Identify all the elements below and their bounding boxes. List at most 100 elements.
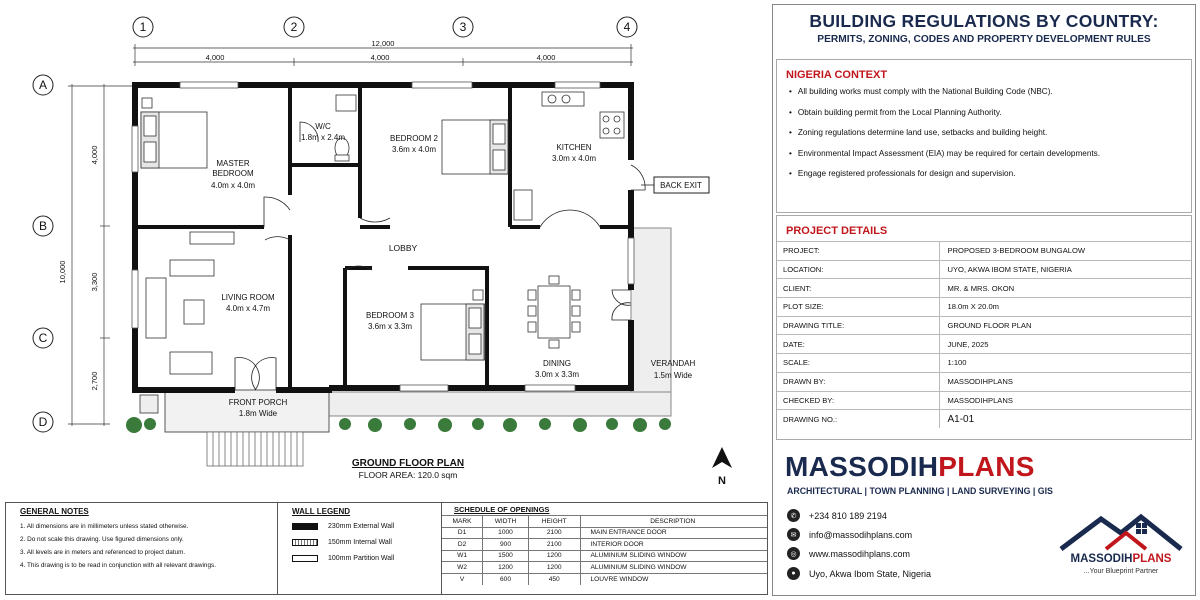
room-dining-size: 3.0m x 3.3m — [535, 370, 579, 379]
table-row: PLOT SIZE:18.0m X 20.0m — [777, 297, 1191, 317]
schedule-cell: 900 — [482, 538, 529, 550]
room-porch-size: 1.8m Wide — [239, 409, 278, 418]
legend-label: 100mm Partition Wall — [328, 555, 395, 562]
logo-name-part2: PLANS — [1132, 553, 1172, 565]
contact-address: ●Uyo, Akwa Ibom State, Nigeria — [787, 567, 931, 580]
table-row: D2 900 2100 INTERIOR DOOR — [442, 538, 767, 550]
house-roof-icon — [1059, 513, 1183, 551]
contact-email[interactable]: ✉info@massodihplans.com — [787, 528, 912, 541]
floor-plan-drawing: 1 2 3 4 12,000 4,000 4,000 4,000 A B C D — [32, 16, 732, 487]
top-dimensions — [133, 44, 633, 66]
nigeria-context-box: NIGERIA CONTEXT All building works must … — [776, 59, 1192, 213]
schedule-of-openings: SCHEDULE OF OPENINGS MARK WIDTH HEIGHT D… — [442, 503, 767, 594]
title-block-bottom: GENERAL NOTES 1. All dimensions are in m… — [5, 502, 768, 595]
list-item: Environmental Impact Assessment (EIA) ma… — [789, 149, 1191, 158]
legend-label: 230mm External Wall — [328, 523, 395, 530]
schedule-cell: 600 — [482, 572, 529, 585]
schedule-cell: D2 — [442, 538, 484, 550]
project-heading: PROJECT DETAILS — [786, 225, 888, 237]
grid-letter-b: B — [39, 219, 47, 233]
dim-bay-3: 4,000 — [537, 53, 556, 62]
table-row: W2 1200 1200 ALUMINIUM SLIDING WINDOW — [442, 561, 767, 573]
room-kitchen-size: 3.0m x 4.0m — [552, 154, 596, 163]
schedule-cell: V — [442, 572, 484, 585]
schedule-cell: W1 — [442, 549, 484, 562]
table-row: LOCATION:UYO, AKWA IBOM STATE, NIGERIA — [777, 259, 1191, 279]
dim-depth-1: 4,000 — [90, 146, 99, 165]
internal-walls — [135, 88, 631, 390]
table-row: DATE:JUNE, 2025 — [777, 334, 1191, 354]
room-living-name: LIVING ROOM — [221, 293, 275, 302]
table-row: CHECKED BY:MASSODIHPLANS — [777, 390, 1191, 410]
project-details-box: PROJECT DETAILS PROJECT:PROPOSED 3-BEDRO… — [776, 215, 1192, 440]
room-bed3-size: 3.6m x 3.3m — [368, 322, 412, 331]
table-row: SCALE:1:100 — [777, 353, 1191, 373]
table-row: W1 1500 1200 ALUMINIUM SLIDING WINDOW — [442, 549, 767, 562]
porch-steps — [206, 431, 304, 467]
page-subtitle: PERMITS, ZONING, CODES AND PROPERTY DEVE… — [817, 34, 1151, 45]
email-text[interactable]: info@massodihplans.com — [809, 529, 913, 540]
grid-letter-d: D — [39, 415, 48, 429]
room-verandah-size: 1.5m Wide — [654, 371, 693, 380]
room-wc-size: 1.8m x 2.4m — [301, 133, 345, 142]
context-heading: NIGERIA CONTEXT — [786, 69, 888, 81]
detail-label: DRAWING NO.: — [777, 409, 939, 429]
schedule-cell: LOUVRE WINDOW — [580, 572, 767, 585]
table-row: CLIENT:MR. & MRS. OKON — [777, 278, 1191, 298]
legend-row-external: 230mm External Wall — [292, 523, 427, 530]
legend-row-internal: 150mm Internal Wall — [292, 539, 427, 546]
room-master-name-1: MASTER — [216, 159, 250, 168]
plan-floor-area: FLOOR AREA: 120.0 sqm — [359, 470, 458, 480]
detail-label: CHECKED BY: — [777, 390, 939, 410]
table-row: DRAWING NO.:A1-01 — [777, 409, 1191, 429]
table-row: D1 1000 2100 MAIN ENTRANCE DOOR — [442, 526, 767, 539]
detail-value: MASSODIHPLANS — [938, 371, 1191, 391]
dim-bay-1: 4,000 — [206, 53, 225, 62]
general-notes: GENERAL NOTES 1. All dimensions are in m… — [6, 503, 278, 594]
grid-letter-a: A — [39, 78, 47, 92]
list-item: Obtain building permit from the Local Pl… — [789, 108, 1191, 117]
schedule-col-header: MARK — [442, 515, 484, 527]
wall-legend-heading: WALL LEGEND — [292, 507, 351, 516]
dim-total-depth: 10,000 — [58, 261, 67, 284]
external-walls — [132, 82, 634, 393]
verandah-slab — [630, 227, 672, 417]
legend-label: 150mm Internal Wall — [328, 539, 392, 546]
schedule-cell: INTERIOR DOOR — [580, 538, 767, 550]
legend-row-partition: 100mm Partition Wall — [292, 555, 427, 562]
room-wc-name: W/C — [315, 122, 331, 131]
note-item: 1. All dimensions are in millimeters unl… — [20, 523, 189, 530]
room-kitchen-name: KITCHEN — [556, 143, 591, 152]
detail-label: PROJECT: — [777, 241, 939, 261]
windows — [131, 81, 635, 392]
detail-value: GROUND FLOOR PLAN — [938, 315, 1191, 335]
note-item: 2. Do not scale this drawing. Use figure… — [20, 536, 184, 543]
location-pin-icon: ● — [787, 567, 800, 580]
globe-icon: ◎ — [787, 547, 800, 560]
doors — [234, 121, 646, 391]
front-porch-slab — [164, 389, 330, 433]
company-logo: MASSODIHPLANS ...Your Blueprint Partner — [1056, 505, 1186, 585]
company-branding: MASSODIHPLANS ARCHITECTURAL | TOWN PLANN… — [776, 443, 1192, 593]
list-item: Zoning regulations determine land use, s… — [789, 128, 1191, 137]
schedule-col-header: DESCRIPTION — [580, 515, 767, 527]
detail-value: MASSODIHPLANS — [938, 390, 1191, 410]
note-item: 4. This drawing is to be read in conjunc… — [20, 562, 216, 569]
contact-website[interactable]: ◎ www.massodihplans.com — [787, 547, 910, 560]
detail-label: LOCATION: — [777, 259, 939, 279]
internal-wall-swatch — [292, 539, 318, 546]
detail-label: DATE: — [777, 334, 939, 354]
grid-number-3: 3 — [460, 20, 467, 34]
dim-bay-2: 4,000 — [371, 53, 390, 62]
schedule-cell: 2100 — [528, 526, 581, 539]
room-bed2-size: 3.6m x 4.0m — [392, 145, 436, 154]
website-text[interactable]: www.massodihplans.com — [809, 548, 911, 559]
company-name-part2: PLANS — [938, 451, 1035, 482]
phone-icon: ✆ — [787, 509, 800, 522]
detail-value: UYO, AKWA IBOM STATE, NIGERIA — [938, 259, 1191, 279]
detail-label: DRAWING TITLE: — [777, 315, 939, 335]
detail-label: PLOT SIZE: — [777, 297, 939, 317]
dim-depth-2: 3,300 — [90, 273, 99, 292]
room-verandah-name: VERANDAH — [651, 359, 696, 368]
schedule-cell: 1200 — [482, 561, 529, 573]
